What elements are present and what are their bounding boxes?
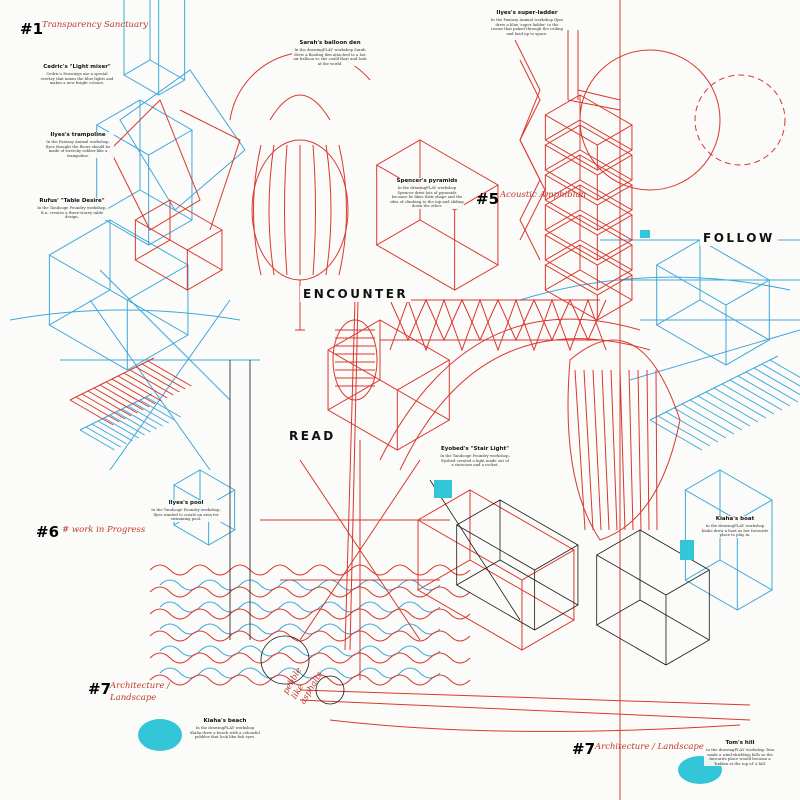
ink-right-building: [595, 529, 711, 666]
ink-linework: [229, 360, 711, 705]
note-body: In the drawingPLAY workshop Kiaha drew a…: [701, 523, 769, 538]
pebble-circle: [315, 675, 345, 705]
red-ladder-module: [544, 244, 633, 321]
red-folded-planes: [109, 99, 241, 231]
red-spencer-rooms: [375, 139, 499, 291]
red-building-lower: [417, 489, 575, 651]
note-cedric-light-mixer: Cedric's "Light mixer" Cedric's Drawings…: [40, 64, 114, 86]
note-body: In the Fantasy Animal workshop, Ilyes th…: [45, 139, 111, 158]
note-title: Cedric's "Light mixer": [43, 64, 111, 70]
blue-stair-left: [79, 393, 181, 451]
red-ladder-module: [544, 124, 633, 201]
note-title: Ilyes's super-ladder: [496, 10, 558, 16]
section-number-1: #1: [20, 20, 44, 38]
cyan-boat: [680, 540, 694, 560]
blue-curves: [9, 276, 791, 321]
section-number-5: #5: [476, 190, 500, 208]
red-triangle-column: [519, 59, 541, 261]
note-title: Ilyes's pool: [168, 500, 204, 506]
blue-tower-top: [123, 0, 186, 96]
note-body: In the Tandooge Foundry workshop, Ilyes …: [151, 507, 221, 522]
note-body: Cedric's Drawings use a special overlay …: [40, 71, 114, 86]
note-body: In the Tandooge Foundry workshop, Eyobed…: [440, 453, 510, 468]
ink-building-frame: [455, 499, 579, 631]
super-ladder-stem: [567, 30, 621, 111]
section-number-7b: #7: [572, 740, 596, 758]
blue-folded-plane: [119, 69, 246, 211]
ground-lines: [299, 689, 751, 732]
pod-lines: [574, 369, 658, 531]
note-body: In the Fantasy Animal workshop Ilyes dre…: [490, 17, 564, 36]
red-dashed-circle: [694, 74, 786, 166]
blue-tower-mid: [95, 99, 193, 246]
note-kiaha-boat: Kiaha's boat In the drawingPLAY workshop…: [700, 516, 770, 538]
handwritten-label-1: Transparency Sanctuary: [42, 20, 148, 30]
note-title: Spencer's pyramids: [396, 178, 458, 184]
note-eyobed-stair-light: Eyobed's "Stair Light" In the Tandooge F…: [440, 446, 510, 468]
blue-wave-landscape: [159, 579, 441, 679]
note-title: Kiaha's boat: [715, 516, 755, 522]
note-body: In the drawingPLAY workshop Kiaha drew a…: [190, 725, 260, 740]
cyan-small: [640, 230, 650, 238]
theme-follow: FOLLOW: [700, 230, 778, 246]
note-ilyes-trampoline: Ilyes's trampoline In the Fantasy Animal…: [42, 132, 114, 159]
pyramid-band: [389, 298, 607, 352]
note-ilyes-pool: Ilyes's pool In the Tandooge Foundry wor…: [150, 500, 222, 522]
pod: [332, 319, 378, 401]
note-body: In the drawingPLAY workshop Spencer drew…: [390, 185, 464, 209]
blue-cross-braces: [60, 269, 260, 471]
blue-tower-base: [48, 219, 189, 371]
big-red-pod: [567, 339, 681, 541]
red-ladder-module: [544, 94, 633, 171]
red-wave-landscape: [149, 564, 471, 686]
note-body: In the drawingPLAY workshop Tom made a w…: [706, 747, 774, 766]
section-number-7a: #7: [88, 680, 112, 698]
cyan-figure-eyobed: [434, 480, 452, 498]
note-body: In the Tandooge Foundry workshop, R.n. c…: [37, 205, 107, 220]
note-body: In the drawingPLAY workshop Sarah drew a…: [293, 47, 367, 66]
red-circle-arc: [579, 49, 721, 191]
red-tree-frame: [260, 440, 450, 680]
section-number-6: #6: [36, 523, 60, 541]
blue-stair-right: [649, 355, 800, 451]
blue-right-tower: [684, 469, 773, 611]
red-arch: [379, 318, 641, 461]
note-title: Tom's hill: [725, 740, 755, 746]
handwritten-label-7b: Architecture / Landscape: [595, 742, 704, 752]
theme-encounter: ENCOUNTER: [300, 286, 412, 302]
note-title: Kiaha's beach: [203, 718, 247, 724]
note-title: Sarah's balloon den: [299, 40, 361, 46]
red-ladder-module: [544, 154, 633, 231]
red-room-center: [327, 319, 451, 451]
ink-verticals: [229, 360, 521, 640]
red-trampoline: [134, 199, 223, 291]
blue-linework: [9, 0, 800, 679]
handwritten-label-5: Acoustic Amphibian: [500, 190, 586, 200]
central-pole: [344, 299, 359, 651]
note-kiaha-beach: Kiaha's beach In the drawingPLAY worksho…: [190, 718, 260, 740]
red-stair-left: [69, 357, 192, 426]
note-title: Rufus' "Table Desire": [39, 198, 105, 204]
cyan-beach: [138, 719, 182, 751]
theme-read: READ: [286, 428, 339, 444]
note-rufus-table-desire: Rufus' "Table Desire" In the Tandooge Fo…: [36, 198, 108, 220]
pod-rings: [335, 329, 375, 387]
note-spencer-pyramids: Spencer's pyramids In the drawingPLAY wo…: [390, 178, 464, 209]
red-ladder-module: [544, 184, 633, 261]
note-tom-hill: Tom's hill In the drawingPLAY workshop T…: [704, 740, 776, 767]
note-title: Eyobed's "Stair Light": [440, 446, 509, 452]
balloon-ribs: [253, 144, 347, 276]
note-sarah-balloon-den: Sarah's balloon den In the drawingPLAY w…: [292, 40, 368, 67]
handwritten-label-7a: Architecture / Landscape: [110, 681, 170, 703]
ink-circle: [260, 635, 310, 685]
handwritten-label-6: # work in Progress: [62, 525, 146, 535]
note-ilyes-super-ladder: Ilyes's super-ladder In the Fantasy Anim…: [490, 10, 564, 37]
red-ladder-module: [544, 214, 633, 291]
red-linework: [69, 0, 786, 800]
blue-right-box: [655, 239, 771, 366]
note-title: Ilyes's trampoline: [50, 132, 106, 138]
